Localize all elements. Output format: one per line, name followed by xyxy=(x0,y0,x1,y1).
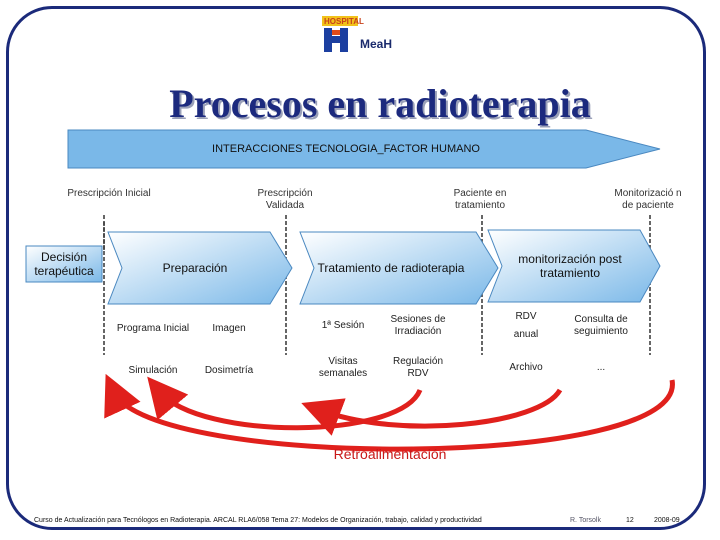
slide-title: Procesos en radioterapia xyxy=(169,81,591,126)
decision-label: Decisión terapéutica xyxy=(34,250,94,278)
footer-author: R. Torsolk xyxy=(570,517,601,524)
banner-arrow xyxy=(67,129,661,169)
item-dosimetria: Dosimetría xyxy=(204,365,254,376)
feedback-label: Retroalimentación xyxy=(333,446,447,462)
stage-arrow-monitorizacion xyxy=(487,229,661,303)
milestone-prescripcion-inicial: Prescripción Inicial xyxy=(67,188,151,199)
item-programa-inicial: Programa Inicial xyxy=(116,323,190,334)
feedback-arrow-middle xyxy=(301,388,563,436)
milestone-prescripcion-validada: Prescripción Validada xyxy=(257,188,313,211)
logo-hospital-text: HOSPITAL xyxy=(324,17,364,26)
decision-box xyxy=(25,245,103,283)
item-primera-sesion: 1ª Sesión xyxy=(321,320,365,331)
item-visitas-semanales: Visitas semanales xyxy=(318,356,368,379)
item-regulacion-rdv: Regulación RDV xyxy=(392,356,444,379)
stage-arrow-tratamiento xyxy=(299,231,499,305)
item-archivo: Archivo xyxy=(509,362,543,373)
item-ellipsis: ... xyxy=(596,362,606,373)
footer-course: Curso de Actualización para Tecnólogos e… xyxy=(34,517,482,524)
item-simulacion: Simulación xyxy=(128,365,178,376)
stage-label-preparacion: Preparación xyxy=(162,261,228,275)
item-sesiones-irradiacion: Sesiones de Irradiación xyxy=(390,314,446,337)
footer-date: 2008-09 xyxy=(654,517,680,524)
item-imagen: Imagen xyxy=(212,323,246,334)
item-consulta-seguimiento: Consulta de seguimiento xyxy=(574,314,628,337)
item-anual: anual xyxy=(513,329,539,340)
logo-brand-text: MeaH xyxy=(360,37,392,51)
feedback-arrow-outer xyxy=(104,373,675,452)
footer-page: 12 xyxy=(626,517,634,524)
milestone-paciente-en-tratamiento: Paciente en tratamiento xyxy=(453,188,507,211)
milestone-monitorizacion: Monitorizació n de paciente xyxy=(614,188,682,211)
stage-label-monitorizacion: monitorización post tratamiento xyxy=(518,252,622,280)
slide-frame xyxy=(6,6,706,530)
feedback-arrow-inner xyxy=(147,376,423,431)
stage-label-tratamiento: Tratamiento de radioterapia xyxy=(317,261,465,275)
banner-label: INTERACCIONES TECNOLOGIA_FACTOR HUMANO xyxy=(212,143,480,155)
item-rdv: RDV xyxy=(515,311,537,322)
stage-arrow-preparacion xyxy=(107,231,293,305)
hospital-logo: HOSPITAL MeaH xyxy=(322,16,392,52)
